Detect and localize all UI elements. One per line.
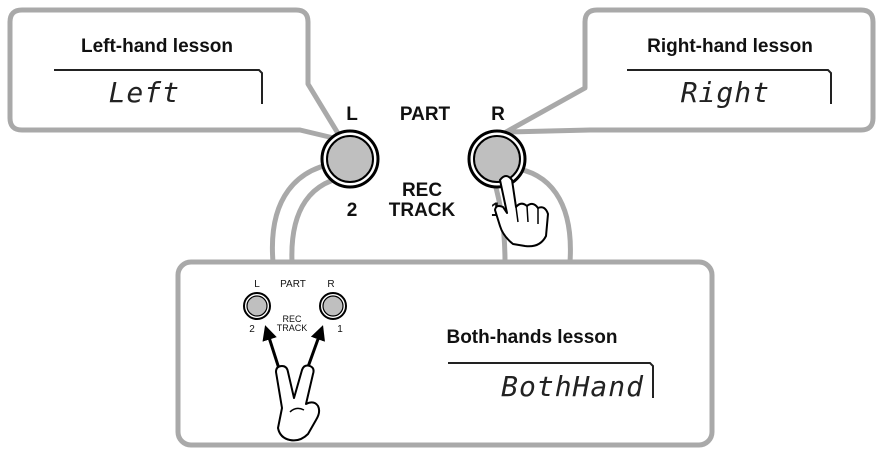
mini-right-button <box>319 292 347 320</box>
track-label: TRACK <box>389 200 456 221</box>
pointing-hand-icon <box>494 175 549 248</box>
mini-right-track: 1 <box>337 324 343 335</box>
mini-part-label: PART <box>280 279 306 290</box>
right-hand-lesson-callout: Right-hand lesson Right <box>503 7 876 135</box>
both-hands-lesson-callout: L PART R 2 REC TRACK 1 Both- <box>175 259 715 448</box>
mini-left-label: L <box>254 279 260 290</box>
both-lcd-display: BothHand <box>501 370 644 403</box>
mini-part-buttons: L PART R 2 REC TRACK 1 <box>243 279 347 335</box>
part-buttons-panel: L PART R 2 REC TRACK 1 <box>320 104 549 248</box>
left-part-label: L <box>346 104 358 125</box>
right-hand-lesson-title: Right-hand lesson <box>647 36 813 57</box>
left-part-button[interactable] <box>320 129 380 189</box>
two-finger-hand-icon <box>275 364 321 442</box>
right-part-button[interactable] <box>467 129 527 189</box>
right-lcd-display: Right <box>681 76 770 109</box>
both-hands-lesson-title: Both-hands lesson <box>446 327 617 348</box>
left-lcd-display: Left <box>109 76 180 109</box>
left-hand-lesson-callout: Left-hand lesson Left <box>7 7 345 143</box>
mini-left-button <box>243 292 271 320</box>
mini-left-track: 2 <box>249 324 255 335</box>
mini-rec-label: REC <box>282 314 302 324</box>
left-track-number: 2 <box>347 200 358 221</box>
left-hand-lesson-title: Left-hand lesson <box>81 36 233 57</box>
mini-track-label: TRACK <box>277 323 308 333</box>
right-part-label: R <box>491 104 505 125</box>
mini-right-label: R <box>327 279 334 290</box>
part-label: PART <box>400 104 451 125</box>
rec-label: REC <box>402 180 442 201</box>
